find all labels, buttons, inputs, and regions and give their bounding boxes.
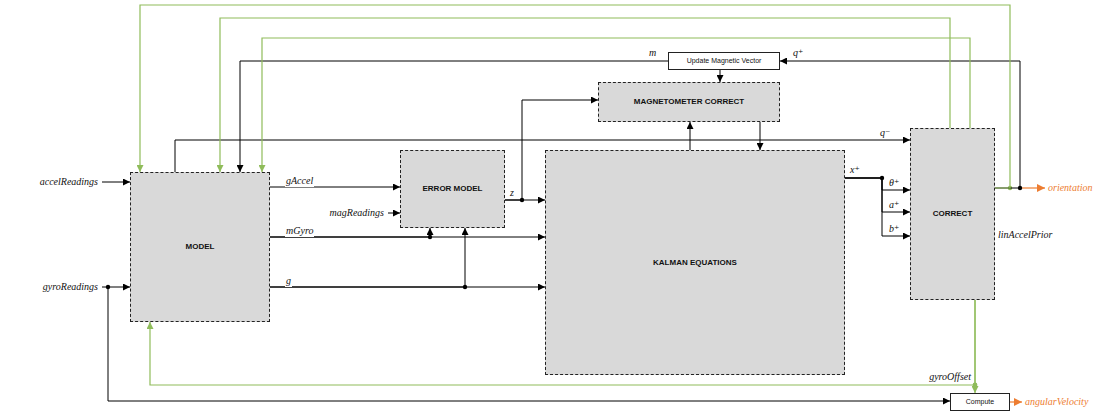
signal-arrow: [845, 178, 910, 212]
output-arrow: [1010, 401, 1022, 402]
signal-arrow: [690, 122, 691, 150]
process-block: CORRECT: [910, 128, 995, 300]
output-arrow: [1020, 187, 1045, 188]
block-title: KALMAN EQUATIONS: [653, 258, 737, 268]
block-title: Update Magnetic Vector: [687, 57, 762, 65]
signal-name: linAccelPrior: [998, 229, 1052, 241]
signal-arrow: [720, 70, 721, 82]
signal-name: angularVelocity: [1025, 396, 1088, 408]
junction-dot: [106, 285, 110, 289]
block-title: MODEL: [186, 242, 215, 252]
block-title: ERROR MODEL: [423, 184, 483, 194]
signal-name: accelReadings: [6, 176, 98, 188]
block-title: CORRECT: [933, 209, 973, 219]
process-block: ERROR MODEL: [400, 150, 505, 228]
signal-name: a⁺: [888, 199, 900, 211]
process-box: Update Magnetic Vector: [668, 52, 780, 70]
feedback-arrow: [220, 18, 950, 172]
process-block: MODEL: [130, 172, 270, 322]
signal-name: q⁻: [879, 127, 891, 139]
process-block: KALMAN EQUATIONS: [545, 150, 845, 375]
signal-arrow: [845, 178, 910, 190]
signal-name: q⁺: [792, 47, 804, 59]
process-box: Compute: [950, 393, 1010, 411]
signal-name: gyroOffset: [895, 371, 972, 383]
signal-arrow: [760, 122, 761, 150]
signal-name: m: [648, 47, 657, 59]
process-block: MAGNETOMETER CORRECT: [598, 82, 780, 122]
signal-name: orientation: [1048, 182, 1092, 194]
block-title: MAGNETOMETER CORRECT: [634, 97, 745, 107]
signal-name: g: [285, 275, 292, 287]
signal-name: x⁺: [850, 164, 860, 176]
signal-name: z: [509, 187, 515, 199]
signal-arrow: [845, 178, 910, 236]
signal-name: b⁺: [888, 223, 900, 235]
signal-name: magReadings: [296, 207, 384, 219]
signal-name: θ⁺: [888, 177, 900, 189]
signal-name: gyroReadings: [6, 281, 98, 293]
block-title: Compute: [966, 398, 994, 406]
signal-name: gAccel: [285, 175, 314, 187]
signal-name: mGyro: [285, 225, 314, 237]
input-arrow: [102, 182, 130, 183]
input-arrow: [388, 213, 400, 214]
feedback-arrow: [974, 300, 975, 393]
